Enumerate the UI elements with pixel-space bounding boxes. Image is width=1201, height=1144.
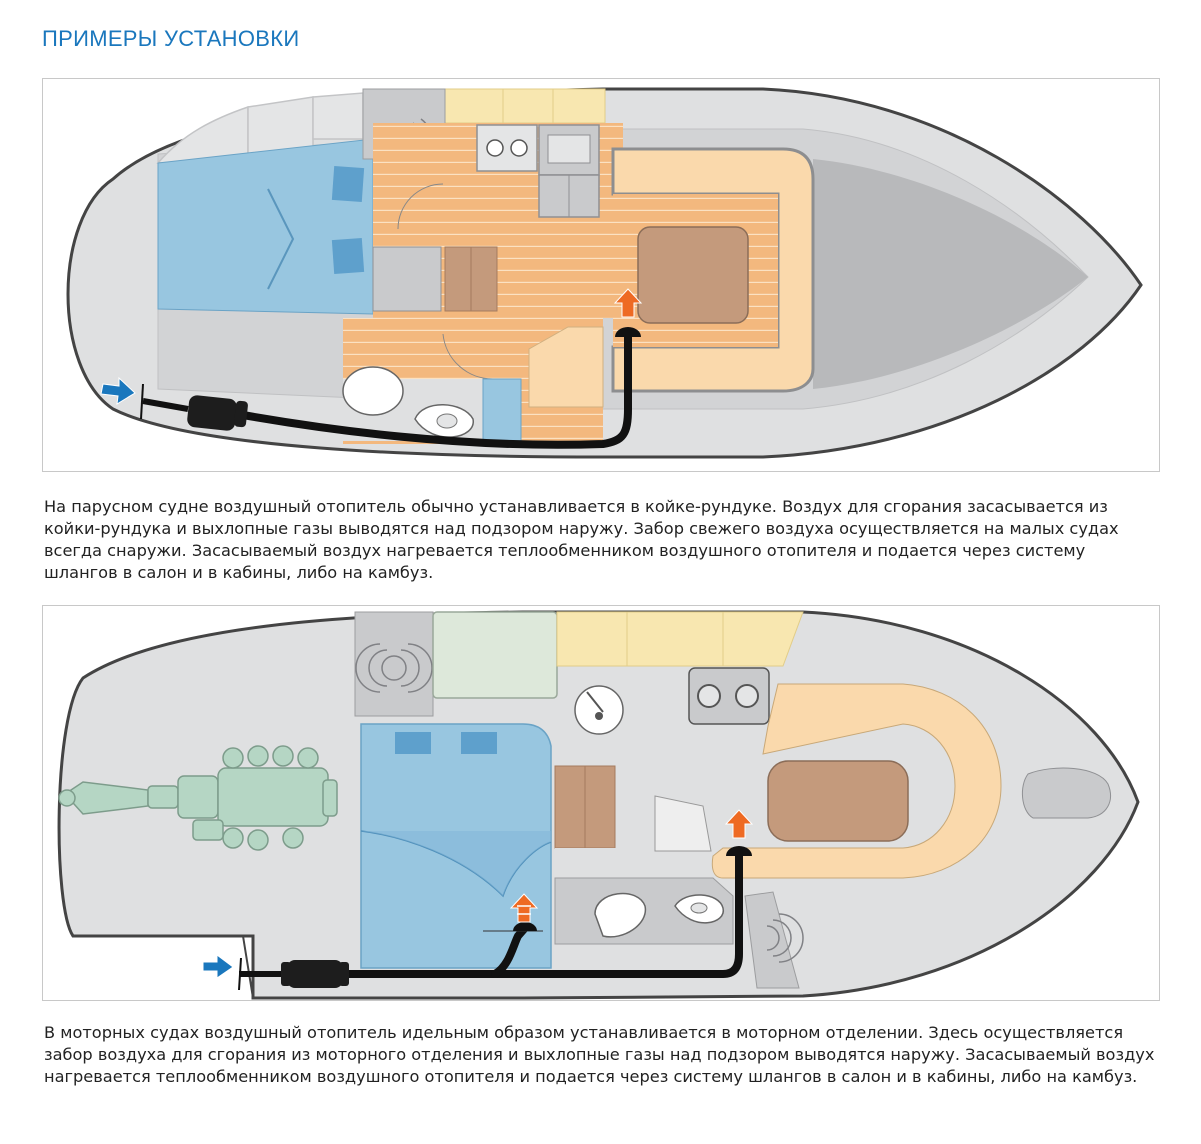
motorboat-diagram-panel (42, 605, 1160, 1001)
intake-arrow-icon (202, 954, 234, 979)
sailboat-cockpit-table (637, 226, 749, 324)
motorboat-toilet (594, 892, 647, 938)
page-title: ПРИМЕРЫ УСТАНОВКИ (42, 26, 300, 51)
sailboat-layout-diagram (66, 87, 1143, 459)
motorboat-cockpit-seating (711, 683, 1002, 879)
motorboat-air-heater (287, 960, 343, 988)
motorboat-galley-sink (574, 685, 624, 735)
warm-air-arrow-dashed-icon (509, 893, 539, 923)
warm-air-arrow-icon (613, 288, 643, 318)
sailboat-warm-air-hose (239, 331, 632, 449)
sailboat-caption: На парусном судне воздушный отопитель об… (44, 497, 1119, 582)
sailboat-toilet (342, 366, 404, 416)
sailboat-cockpit-seating (611, 147, 815, 393)
sailboat-air-heater (187, 395, 237, 431)
motorboat-layout-diagram (57, 610, 1140, 1000)
motorboat-cockpit-table (767, 760, 909, 842)
sailboat-diagram-panel (42, 78, 1160, 472)
sailboat-v-berth (157, 138, 374, 315)
warm-air-arrow-icon (724, 809, 754, 839)
motorboat-caption: В моторных судах воздушный отопитель иде… (44, 1023, 1155, 1086)
intake-arrow-icon (100, 376, 136, 405)
motorboat-warm-air-hose (339, 850, 743, 978)
motorboat-engine (58, 745, 338, 851)
